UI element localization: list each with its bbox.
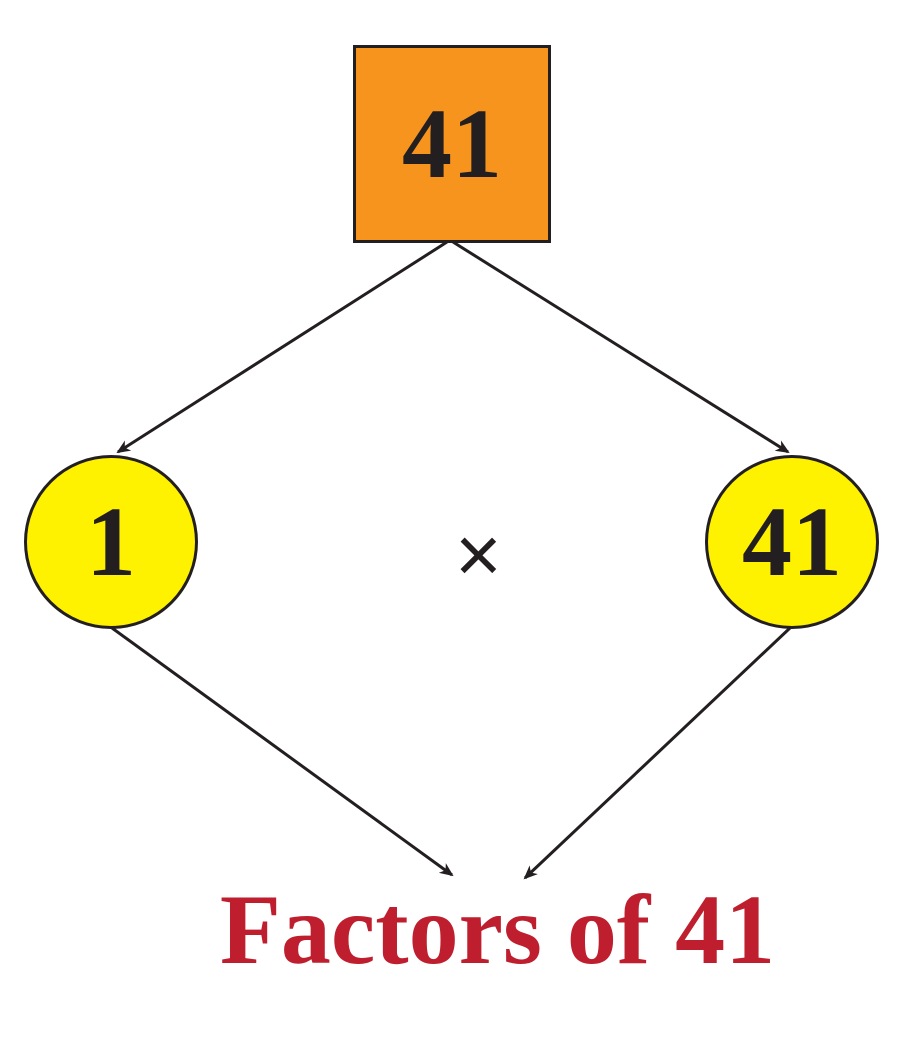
- arrow-root-to-1: [116, 240, 448, 454]
- factor-1-label: 1: [86, 486, 136, 597]
- factor-circle-41: 41: [705, 455, 879, 629]
- root-number-box: 41: [353, 45, 551, 243]
- diagram-title: Factors of 41: [219, 874, 776, 985]
- factor-41-label: 41: [742, 486, 842, 597]
- arrow-1-to-title: [111, 626, 454, 877]
- factor-circle-1: 1: [24, 455, 198, 629]
- multiply-icon: ×: [455, 510, 502, 599]
- arrow-41-to-title: [523, 626, 792, 880]
- root-number: 41: [402, 88, 502, 199]
- arrow-root-to-41: [452, 240, 790, 454]
